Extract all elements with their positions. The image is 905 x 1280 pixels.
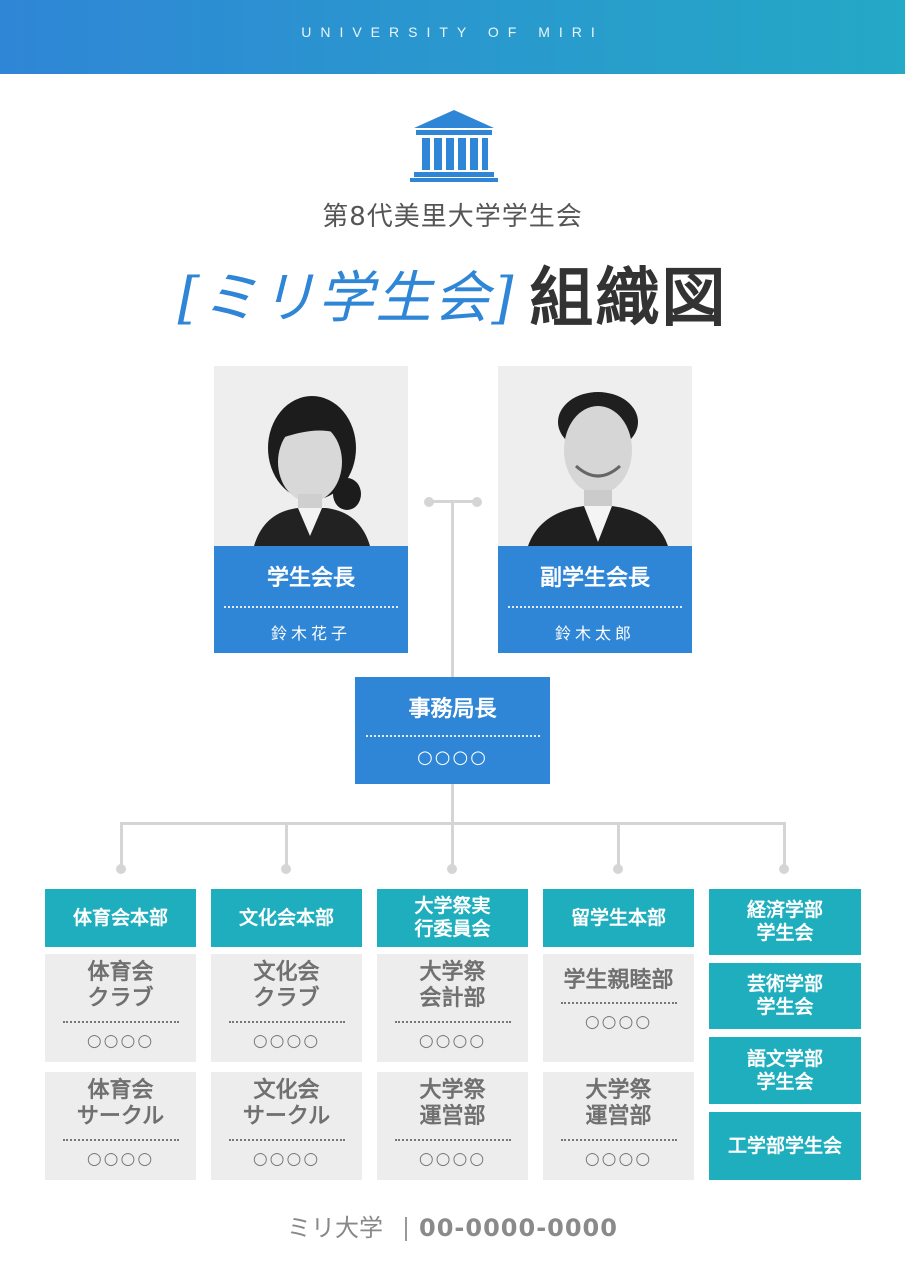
header-band: UNIVERSITY OF MIRI	[0, 0, 905, 74]
sub-unit-box: 大学祭 運営部 ○○○○	[377, 1072, 528, 1180]
president-role-box: 学生会長 鈴木花子	[214, 546, 408, 653]
connector-dot	[116, 864, 126, 874]
president-role: 学生会長	[266, 566, 355, 591]
divider	[228, 1138, 345, 1141]
footer-separator	[405, 1217, 408, 1241]
sub-unit-box: 体育会 クラブ ○○○○	[45, 954, 196, 1062]
page-title: [ミリ学生会] 組織図	[0, 248, 905, 338]
faculty-council-box: 工学部学生会	[709, 1112, 861, 1180]
sub-unit-box: 文化会 サークル ○○○○	[211, 1072, 362, 1180]
sub-unit-box: 学生親睦部 ○○○○	[543, 954, 694, 1062]
university-brand: UNIVERSITY OF MIRI	[301, 24, 604, 40]
divider	[560, 1138, 677, 1141]
connector-main-vertical	[451, 502, 454, 677]
officer-card-vice-president: 副学生会長 鈴木太郎	[498, 366, 692, 653]
sub-unit-name: ○○○○	[252, 1148, 321, 1169]
vice-president-role-box: 副学生会長 鈴木太郎	[498, 546, 692, 653]
sub-unit-title: 学生親睦部	[563, 968, 674, 993]
divider	[62, 1020, 179, 1023]
secretary-name: ○○○○	[417, 747, 488, 768]
sub-unit-title: 大学祭 運営部	[585, 1078, 652, 1130]
connector-drop	[285, 822, 288, 868]
vice-president-role: 副学生会長	[539, 566, 650, 591]
president-photo	[214, 366, 408, 546]
footer-org: ミリ大学	[287, 1214, 384, 1242]
divider	[62, 1138, 179, 1141]
connector-dot	[613, 864, 623, 874]
department-head: 体育会本部	[45, 889, 196, 947]
connector-lower-vertical	[451, 784, 454, 824]
faculty-council-box: 経済学部 学生会	[709, 889, 861, 955]
title-script: [ミリ学生会]	[177, 265, 516, 331]
department-head: 大学祭実 行委員会	[377, 889, 528, 947]
sub-unit-title: 体育会 クラブ	[87, 960, 154, 1012]
faculty-council-box: 語文学部 学生会	[709, 1037, 861, 1104]
divider	[508, 606, 682, 608]
sub-unit-title: 体育会 サークル	[76, 1078, 165, 1130]
subtitle: 第8代美里大学学生会	[322, 202, 583, 232]
connector-drop	[617, 822, 620, 868]
connector-drop	[451, 822, 454, 868]
sub-unit-name: ○○○○	[86, 1030, 155, 1051]
footer: ミリ大学 00-0000-0000	[0, 1208, 905, 1243]
sub-unit-name: ○○○○	[584, 1148, 653, 1169]
divider	[224, 606, 398, 608]
sub-unit-box: 文化会 クラブ ○○○○	[211, 954, 362, 1062]
connector-officers-bar	[428, 500, 478, 503]
divider	[394, 1138, 511, 1141]
connector-drop	[120, 822, 123, 868]
sub-unit-name: ○○○○	[418, 1148, 487, 1169]
connector-dot	[281, 864, 291, 874]
vice-president-name: 鈴木太郎	[554, 624, 635, 643]
faculty-council-box: 芸術学部 学生会	[709, 963, 861, 1029]
connector-dot	[424, 497, 434, 507]
president-name: 鈴木花子	[270, 624, 351, 643]
sub-unit-name: ○○○○	[418, 1030, 487, 1051]
sub-unit-box: 大学祭 会計部 ○○○○	[377, 954, 528, 1062]
sub-unit-box: 大学祭 運営部 ○○○○	[543, 1072, 694, 1180]
department-head: 留学生本部	[543, 889, 694, 947]
sub-unit-name: ○○○○	[86, 1148, 155, 1169]
divider	[365, 735, 540, 737]
sub-unit-box: 体育会 サークル ○○○○	[45, 1072, 196, 1180]
connector-dot	[447, 864, 457, 874]
divider	[560, 1002, 677, 1005]
sub-unit-title: 文化会 クラブ	[253, 960, 320, 1012]
sub-unit-name: ○○○○	[252, 1030, 321, 1051]
sub-unit-name: ○○○○	[584, 1012, 653, 1033]
title-main: 組織図	[529, 262, 728, 336]
footer-phone: 00-0000-0000	[419, 1214, 618, 1242]
secretary-role: 事務局長	[408, 697, 497, 722]
divider	[394, 1020, 511, 1023]
secretary-general-box: 事務局長 ○○○○	[355, 677, 550, 784]
connector-drop	[783, 822, 786, 868]
divider	[228, 1020, 345, 1023]
connector-dot	[472, 497, 482, 507]
vice-president-photo	[498, 366, 692, 546]
connector-dot	[779, 864, 789, 874]
university-building-icon	[410, 110, 498, 182]
officer-card-president: 学生会長 鈴木花子	[214, 366, 408, 653]
sub-unit-title: 大学祭 運営部	[419, 1078, 486, 1130]
sub-unit-title: 大学祭 会計部	[419, 960, 486, 1012]
department-head: 文化会本部	[211, 889, 362, 947]
sub-unit-title: 文化会 サークル	[242, 1078, 331, 1130]
